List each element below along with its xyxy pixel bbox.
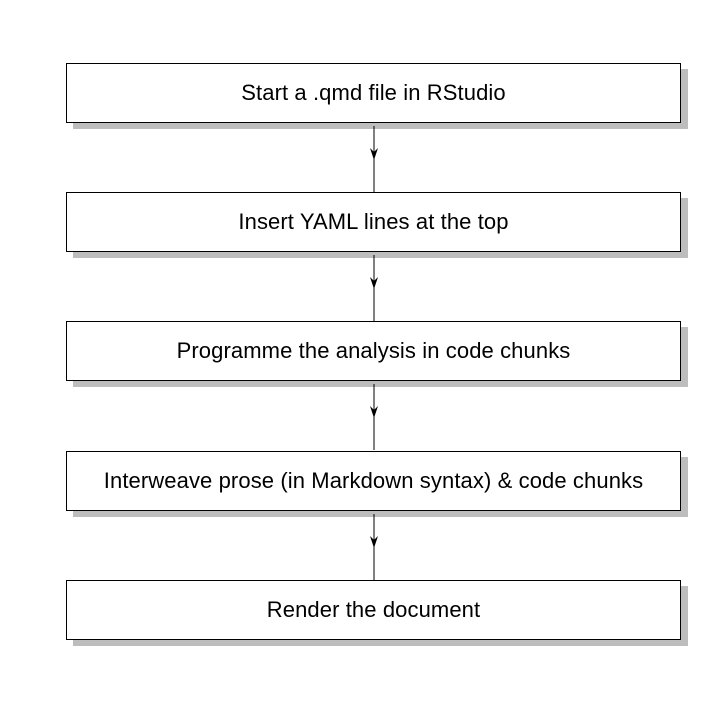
- step-box-interweave-prose: Interweave prose (in Markdown syntax) & …: [66, 451, 681, 511]
- step-box-render-document: Render the document: [66, 580, 681, 640]
- down-arrow-connector: [370, 514, 378, 580]
- step-box-start-qmd: Start a .qmd file in RStudio: [66, 63, 681, 123]
- down-arrow-connector: [370, 255, 378, 321]
- step-box-insert-yaml: Insert YAML lines at the top: [66, 192, 681, 252]
- down-arrow-connector: [370, 126, 378, 192]
- step-label: Render the document: [266, 597, 481, 622]
- step-box-programme-analysis: Programme the analysis in code chunks: [66, 321, 681, 381]
- step-label: Interweave prose (in Markdown syntax) & …: [103, 468, 644, 493]
- step-label: Start a .qmd file in RStudio: [241, 80, 506, 105]
- step-label: Programme the analysis in code chunks: [176, 338, 571, 363]
- down-arrow-connector: [370, 384, 378, 450]
- step-label: Insert YAML lines at the top: [238, 209, 509, 234]
